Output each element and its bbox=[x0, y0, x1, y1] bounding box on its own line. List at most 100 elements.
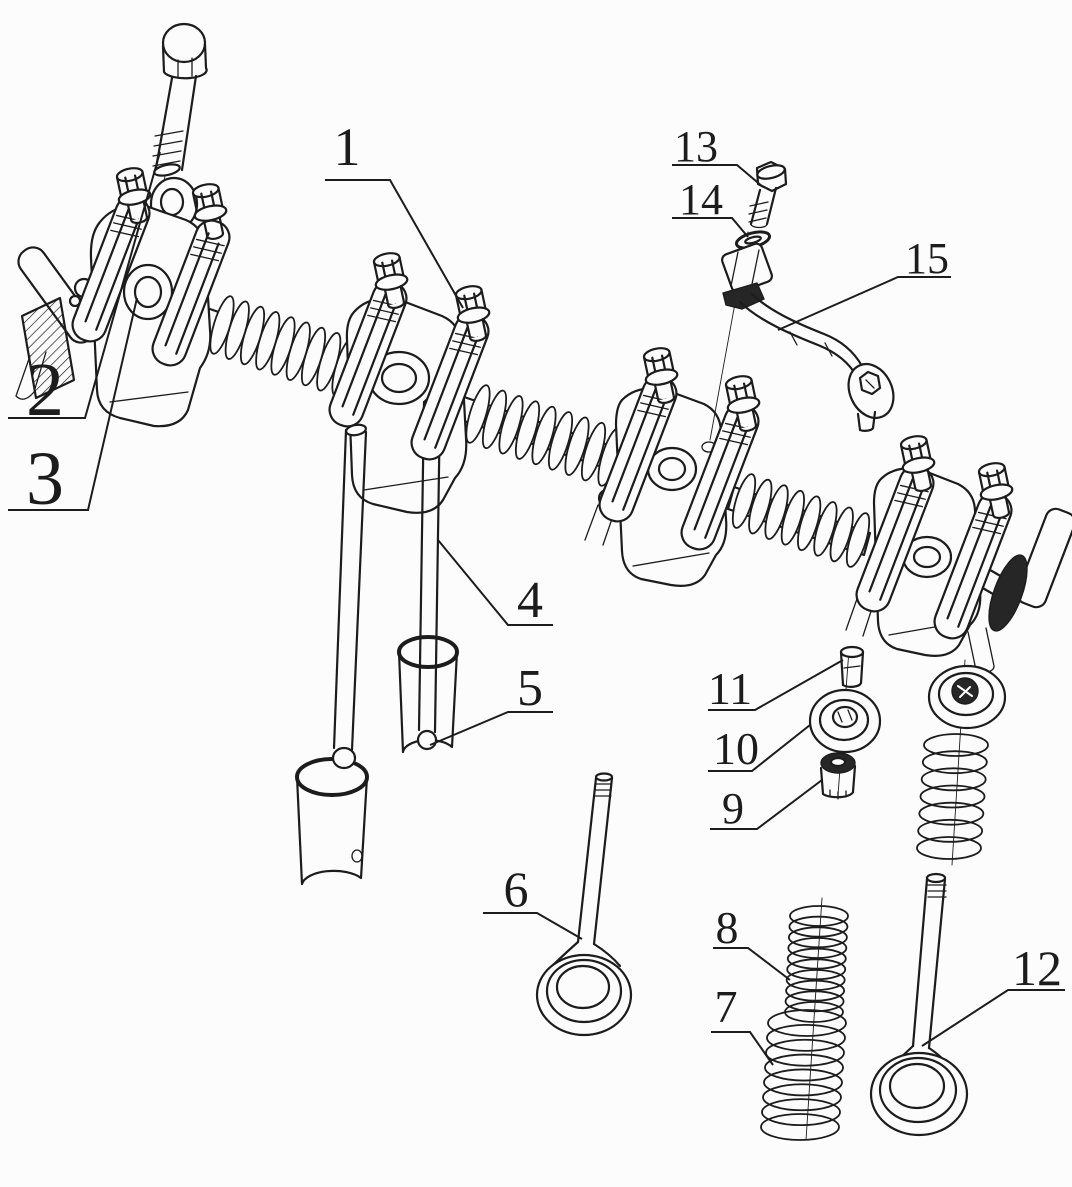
callout-15-number: 15 bbox=[905, 234, 949, 283]
oil-pipe-15 bbox=[738, 292, 895, 432]
spring-coil bbox=[564, 416, 590, 476]
shaft-spring-2 bbox=[465, 384, 623, 487]
callout-14: 14 bbox=[672, 175, 749, 238]
sealing-washer-14 bbox=[734, 230, 772, 250]
right-end-bracket bbox=[967, 507, 1072, 674]
callout-2: 2 bbox=[8, 151, 161, 432]
spring-coil bbox=[797, 495, 822, 552]
spring-coil bbox=[764, 1053, 844, 1082]
spring-coil bbox=[514, 400, 541, 460]
tappet-right bbox=[397, 635, 459, 754]
valve-stem-seal-9 bbox=[819, 752, 857, 800]
callout-15: 15 bbox=[777, 234, 951, 331]
spring-coil bbox=[580, 421, 607, 482]
callout-11: 11 bbox=[708, 659, 844, 714]
callout-5: 5 bbox=[429, 660, 553, 746]
spring-coil bbox=[917, 818, 984, 843]
spring-coil bbox=[845, 512, 871, 568]
callout-15-leader bbox=[777, 276, 951, 331]
tappet-left bbox=[295, 757, 369, 886]
spring-coil bbox=[918, 801, 985, 826]
spring-coil bbox=[813, 501, 838, 557]
callout-12: 12 bbox=[921, 940, 1065, 1047]
spring-coil bbox=[788, 915, 849, 938]
callout-3-number: 3 bbox=[26, 437, 64, 521]
outer-valve-spring-7 bbox=[760, 1009, 847, 1141]
spring-coil bbox=[764, 484, 789, 540]
long-mounting-bolt bbox=[148, 22, 208, 259]
callout-14-number: 14 bbox=[679, 175, 723, 224]
assembled-spring-retainer bbox=[927, 659, 1007, 866]
spring-coil bbox=[920, 767, 987, 792]
inner-valve-spring-8 bbox=[784, 905, 849, 1023]
spring-coil bbox=[919, 784, 986, 809]
callout-9: 9 bbox=[710, 779, 823, 833]
callout-13-leader bbox=[672, 164, 764, 188]
spring-coil bbox=[787, 926, 848, 949]
callout-13: 13 bbox=[672, 122, 764, 188]
valve-spring-axis bbox=[805, 897, 823, 1141]
callout-4: 4 bbox=[437, 539, 553, 629]
spring-coil bbox=[829, 506, 854, 563]
spring-coil bbox=[761, 1098, 841, 1127]
callout-14-leader bbox=[672, 217, 749, 238]
spring-coil bbox=[763, 1068, 843, 1097]
spring-coil bbox=[921, 750, 988, 775]
callout-2-number: 2 bbox=[26, 348, 64, 432]
callout-9-number: 9 bbox=[722, 784, 744, 833]
callout-11-number: 11 bbox=[708, 663, 752, 714]
callout-8: 8 bbox=[713, 902, 791, 981]
assembled-spring-coils bbox=[916, 733, 989, 860]
callout-3: 3 bbox=[8, 297, 138, 521]
valve-6 bbox=[535, 772, 633, 1037]
spring-coil bbox=[786, 958, 847, 981]
spring-coil bbox=[760, 1113, 840, 1141]
callout-1-number: 1 bbox=[334, 117, 361, 177]
spring-coil bbox=[547, 411, 574, 471]
spring-coil bbox=[916, 836, 982, 860]
callout-6: 6 bbox=[483, 861, 583, 940]
callout-3-leader bbox=[8, 297, 138, 511]
spring-coil bbox=[498, 395, 524, 455]
spring-coil bbox=[531, 405, 557, 466]
spring-coil bbox=[762, 1083, 842, 1112]
callout-10: 10 bbox=[708, 723, 811, 774]
callout-12-number: 12 bbox=[1012, 940, 1062, 996]
spring-coil bbox=[748, 478, 773, 535]
callout-4-leader bbox=[437, 539, 553, 626]
spring-coil bbox=[785, 979, 846, 1002]
spring-coil bbox=[786, 947, 847, 970]
callout-12-leader bbox=[921, 989, 1065, 1047]
shaft-spring-3 bbox=[731, 473, 871, 568]
spring-coil bbox=[481, 389, 508, 450]
callout-10-number: 10 bbox=[713, 723, 759, 774]
callout-1-leader bbox=[325, 179, 464, 309]
spring-coil bbox=[766, 1023, 846, 1052]
callout-7-leader bbox=[711, 1031, 774, 1066]
callout-7-number: 7 bbox=[715, 981, 738, 1032]
callouts: 1 2 3 4 5 6 7 8 bbox=[8, 117, 1065, 1066]
callout-5-number: 5 bbox=[517, 660, 543, 717]
spring-coil bbox=[465, 384, 491, 444]
callout-7: 7 bbox=[711, 981, 774, 1066]
callout-10-leader bbox=[708, 724, 811, 772]
callout-5-leader bbox=[429, 711, 553, 746]
spring-coil bbox=[209, 295, 235, 355]
callout-4-number: 4 bbox=[517, 572, 543, 629]
callout-9-leader bbox=[710, 779, 823, 830]
spring-coil bbox=[787, 937, 848, 959]
callout-8-number: 8 bbox=[716, 902, 739, 953]
spring-coil bbox=[780, 489, 805, 546]
spring-coil bbox=[784, 990, 845, 1013]
callout-2-leader bbox=[8, 151, 161, 419]
callout-6-number: 6 bbox=[504, 861, 529, 917]
spring-coil bbox=[731, 473, 757, 529]
spring-coil bbox=[923, 733, 989, 757]
spring-coil bbox=[785, 969, 846, 991]
spring-coil bbox=[767, 1009, 847, 1037]
valve-12 bbox=[869, 872, 969, 1137]
callout-11-leader bbox=[708, 659, 844, 711]
callout-8-leader bbox=[713, 947, 791, 981]
